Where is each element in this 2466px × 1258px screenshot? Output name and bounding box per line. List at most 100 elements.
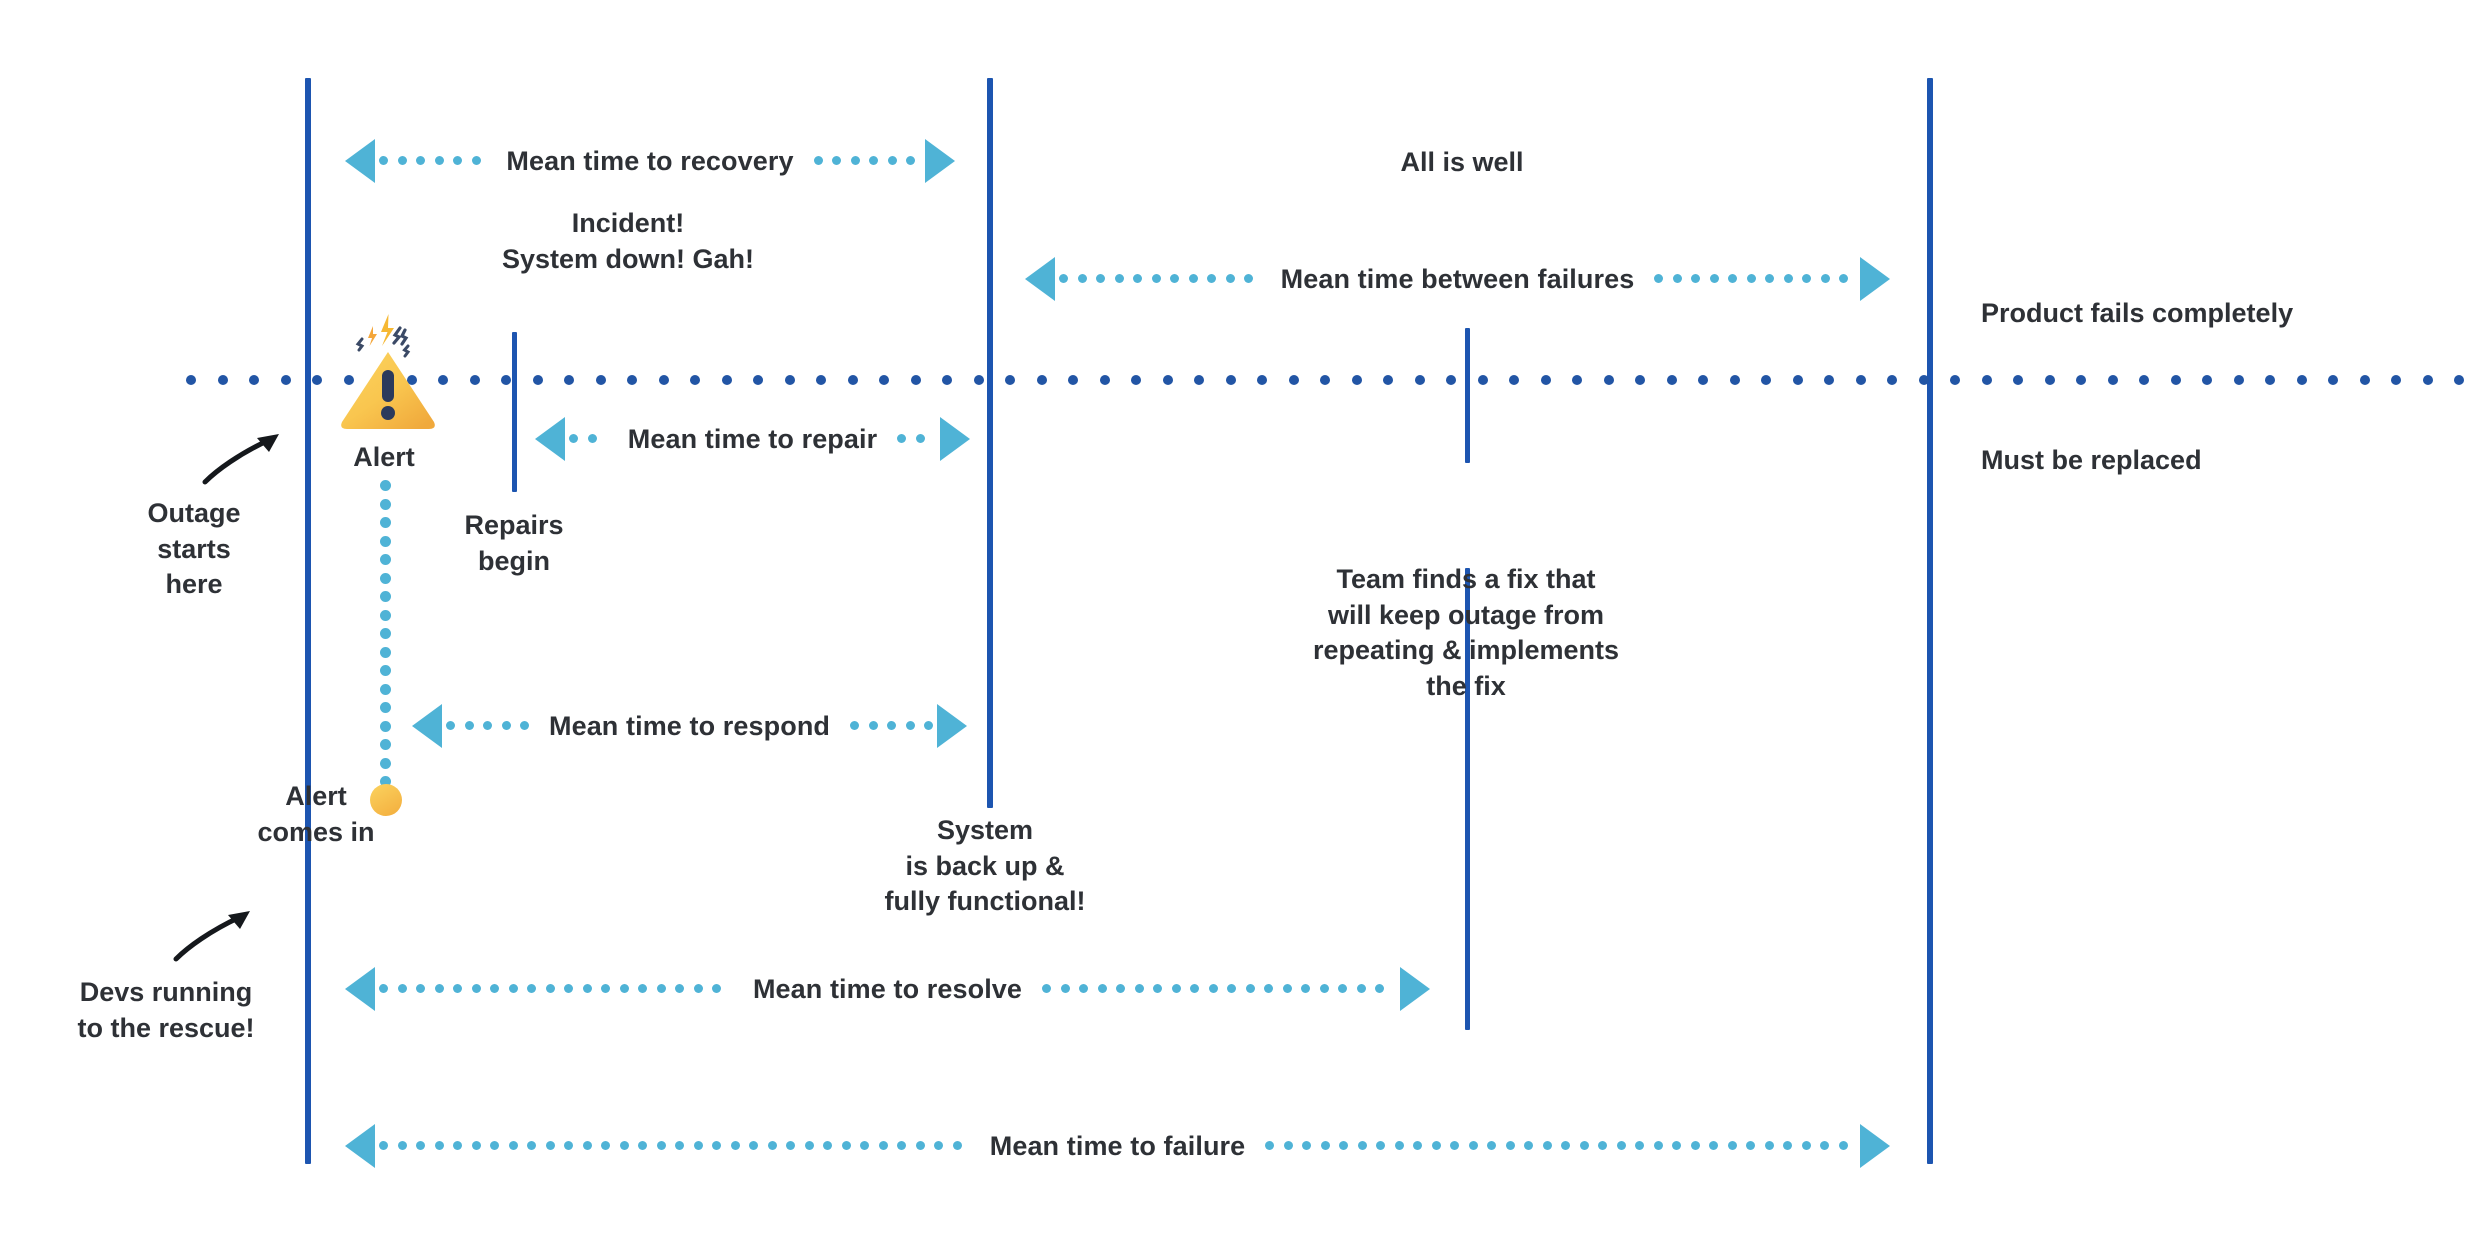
- main-timeline-axis: [186, 375, 2466, 385]
- measure-dot: [749, 1141, 758, 1150]
- axis-dot: [1257, 375, 1267, 385]
- dot-track: [846, 721, 937, 731]
- measure-dot: [1190, 984, 1200, 993]
- measure-dot: [915, 1141, 925, 1150]
- axis-dot: [2170, 375, 2181, 385]
- axis-dot: [2454, 375, 2464, 385]
- note-outage-starts-here: Outage starts here: [147, 498, 241, 600]
- arrow-left-icon: [345, 967, 375, 1011]
- connector-dot: [380, 535, 391, 547]
- measure-label: Mean time to repair: [627, 423, 878, 454]
- curved-arrow-icon-outage: [195, 420, 295, 490]
- measure-dot: [564, 1141, 573, 1150]
- measure-dot: [471, 1141, 481, 1150]
- axis-dot: [2013, 375, 2023, 385]
- measure-dot: [379, 984, 388, 993]
- timeline-marker-outage-start: [305, 78, 311, 1164]
- measure-dot: [416, 1141, 425, 1150]
- measure-dot: [1598, 1141, 1608, 1150]
- measure-dot: [564, 984, 573, 993]
- measure-dot: [1653, 1141, 1663, 1150]
- arrow-left-icon: [345, 139, 375, 183]
- connector-dot: [380, 517, 391, 528]
- dot-track: [1038, 984, 1400, 994]
- measure-dot: [675, 984, 684, 993]
- arrow-left-icon: [345, 1124, 375, 1168]
- axis-dot: [1729, 375, 1740, 385]
- alert-triangle-icon: [338, 308, 438, 430]
- measure-dot: [905, 721, 915, 730]
- axis-dot: [312, 375, 322, 385]
- measure-dot: [1709, 274, 1719, 283]
- measure-dot: [868, 721, 878, 730]
- measure-dot: [1802, 274, 1812, 283]
- measure-dot: [1245, 984, 1255, 993]
- measure-dot: [1116, 984, 1126, 993]
- measure-dot: [1283, 1141, 1293, 1150]
- axis-dot: [1099, 375, 1110, 385]
- measure-dot: [490, 984, 499, 993]
- measure-dot: [1096, 274, 1105, 283]
- note-alert: Alert: [353, 442, 415, 472]
- dot-track: [1261, 1141, 1860, 1151]
- measure-dot: [1302, 1141, 1312, 1150]
- note-devs-running-to-the-rescue: Devs running to the rescue!: [77, 977, 255, 1043]
- dot-track: [1055, 274, 1265, 284]
- axis-dot: [2076, 375, 2086, 385]
- connector-dot: [380, 480, 391, 491]
- measure-dot: [1820, 274, 1830, 283]
- measure-dot: [1301, 984, 1311, 993]
- measure-dot: [1244, 274, 1253, 283]
- axis-dot: [1414, 375, 1425, 385]
- measure-label: Mean time to resolve: [752, 973, 1023, 1004]
- measure-dot: [897, 1141, 906, 1150]
- timeline-marker-repairs-begin: [512, 332, 517, 492]
- measure-dot: [1801, 1141, 1811, 1150]
- measure-dot: [887, 721, 897, 730]
- measure-dot: [850, 721, 860, 730]
- measure-dot: [675, 1141, 684, 1150]
- note-system-back-up: System is back up & fully functional!: [884, 815, 1086, 917]
- axis-dot: [501, 375, 511, 385]
- measure-dot: [1376, 1141, 1386, 1150]
- dot-track: [810, 156, 925, 166]
- measure-dot: [508, 1141, 518, 1150]
- measure-dot: [1077, 274, 1087, 283]
- arrow-right-icon: [1860, 257, 1890, 301]
- axis-dot: [217, 375, 228, 385]
- measure-dot: [397, 1141, 407, 1150]
- measure-dot: [520, 721, 529, 730]
- measure-mean-time-to-resolve: Mean time to resolve: [345, 967, 1430, 1011]
- dot-track: [1650, 274, 1860, 284]
- measure-dot: [527, 984, 536, 993]
- measure-dot: [1208, 984, 1218, 993]
- measure-dot: [712, 984, 721, 993]
- dot-track: [375, 984, 737, 994]
- measure-dot: [1746, 274, 1756, 283]
- axis-dot: [1635, 375, 1645, 385]
- measure-dot: [1450, 1141, 1460, 1150]
- measure-dot: [887, 156, 897, 165]
- measure-dot: [1765, 274, 1775, 283]
- axis-dot: [1320, 375, 1330, 385]
- measure-dot: [483, 721, 492, 730]
- measure-dot: [1728, 274, 1738, 283]
- measure-dot: [1151, 274, 1161, 283]
- connector-dot: [380, 609, 391, 621]
- axis-dot: [595, 375, 606, 385]
- connector-dot: [380, 683, 391, 695]
- dot-track: [893, 434, 940, 444]
- measure-dot: [1282, 984, 1292, 993]
- dot-track: [375, 156, 490, 166]
- measure-dot: [397, 156, 407, 165]
- measure-dot: [1042, 984, 1052, 993]
- measure-dot: [1783, 274, 1793, 283]
- note-alert-comes-in: Alert comes in: [257, 781, 375, 847]
- measure-dot: [471, 984, 481, 993]
- measure-dot: [1839, 274, 1849, 283]
- axis-dot: [2296, 375, 2307, 385]
- axis-dot: [1351, 375, 1362, 385]
- measure-dot: [1764, 1141, 1774, 1150]
- arrow-right-icon: [925, 139, 955, 183]
